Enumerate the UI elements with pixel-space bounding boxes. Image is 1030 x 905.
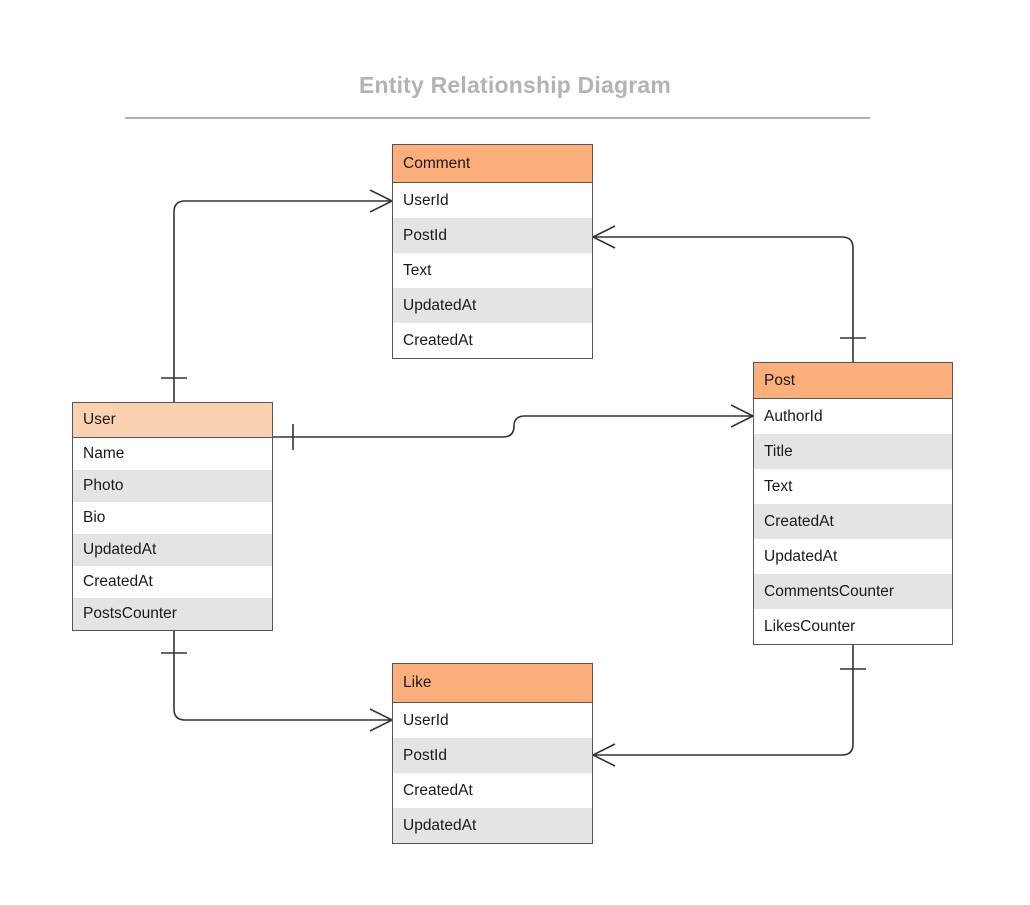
entity-post-field-createdat[interactable]: CreatedAt — [754, 504, 952, 539]
relationship-line-comment-post — [593, 236, 854, 362]
entity-like-title: Like — [393, 664, 592, 703]
relationship-comment-post — [592, 225, 866, 362]
entity-post-title: Post — [754, 363, 952, 399]
crow-foot-like-post-lower — [592, 754, 616, 767]
relationship-line-user-like — [173, 630, 392, 721]
entity-user-field-updatedat[interactable]: UpdatedAt — [73, 534, 272, 566]
crow-foot-user-like-lower — [369, 719, 393, 732]
entity-post-field-likescounter[interactable]: LikesCounter — [754, 609, 952, 644]
crow-foot-comment-post-upper — [592, 225, 616, 238]
entity-user-field-createdat[interactable]: CreatedAt — [73, 566, 272, 598]
entity-user-field-name[interactable]: Name — [73, 438, 272, 470]
entity-user-field-photo[interactable]: Photo — [73, 470, 272, 502]
relationship-user-post — [273, 404, 754, 450]
entity-post-field-text[interactable]: Text — [754, 469, 952, 504]
entity-comment-field-createdat[interactable]: CreatedAt — [393, 323, 592, 358]
entity-post-field-updatedat[interactable]: UpdatedAt — [754, 539, 952, 574]
entity-like-field-updatedat[interactable]: UpdatedAt — [393, 808, 592, 843]
crow-foot-user-like-upper — [369, 708, 393, 721]
entity-post-field-commentscounter[interactable]: CommentsCounter — [754, 574, 952, 609]
entity-comment-field-userid[interactable]: UserId — [393, 183, 592, 218]
crow-foot-user-comment-lower — [369, 200, 393, 213]
relationship-line-like-post — [593, 645, 854, 756]
page-title: Entity Relationship Diagram — [358, 72, 672, 98]
entity-comment-field-text[interactable]: Text — [393, 253, 592, 288]
entity-like-field-userid[interactable]: UserId — [393, 703, 592, 738]
crow-foot-user-post-lower — [730, 415, 754, 428]
relationship-user-comment — [161, 189, 393, 402]
relationship-line-user-post — [273, 415, 753, 438]
entity-like-field-createdat[interactable]: CreatedAt — [393, 773, 592, 808]
entity-post-field-authorid[interactable]: AuthorId — [754, 399, 952, 434]
crow-foot-like-post-upper — [592, 743, 616, 756]
title-divider — [125, 117, 870, 119]
entity-post-field-title[interactable]: Title — [754, 434, 952, 469]
crow-foot-comment-post-lower — [592, 236, 616, 249]
relationship-line-user-comment — [173, 200, 392, 402]
entity-user-title: User — [73, 403, 272, 438]
crow-foot-user-post-upper — [730, 404, 754, 417]
entity-like-field-postid[interactable]: PostId — [393, 738, 592, 773]
relationship-like-post — [592, 645, 866, 767]
entity-user-field-bio[interactable]: Bio — [73, 502, 272, 534]
entity-comment-field-postid[interactable]: PostId — [393, 218, 592, 253]
entity-comment-title: Comment — [393, 145, 592, 183]
entity-comment-field-updatedat[interactable]: UpdatedAt — [393, 288, 592, 323]
entity-user-field-postscounter[interactable]: PostsCounter — [73, 598, 272, 630]
crow-foot-user-comment-upper — [369, 189, 393, 202]
relationship-user-like — [161, 630, 393, 732]
